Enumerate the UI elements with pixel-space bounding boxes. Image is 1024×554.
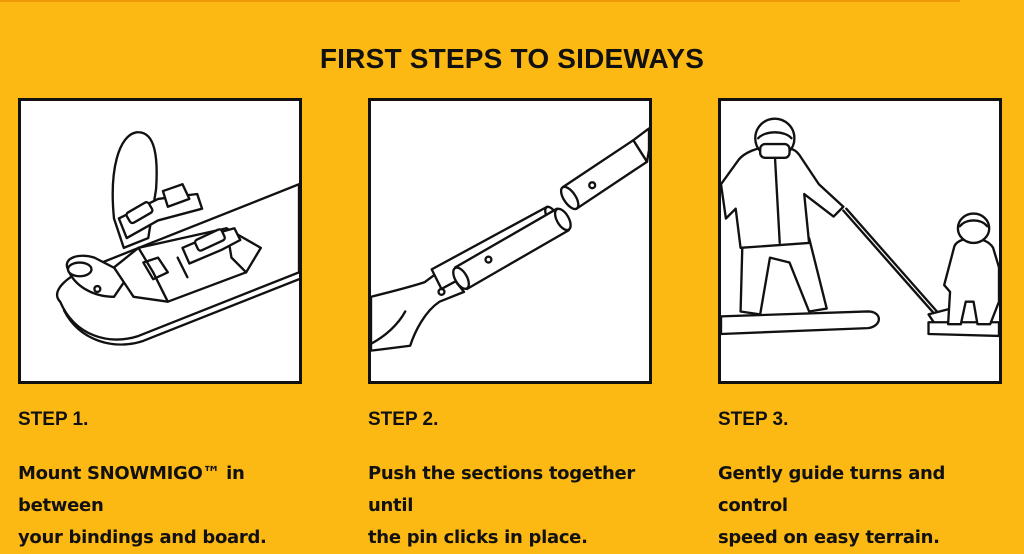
step-1-text-line2: your bindings and board. [18, 527, 267, 548]
top-divider [0, 0, 960, 2]
step-1-label: STEP 1. [18, 409, 89, 430]
page-title: FIRST STEPS TO SIDEWAYS [319, 43, 705, 74]
step-1-illustration [18, 98, 302, 384]
step-2-text-line1: Push the sections together until [368, 463, 635, 516]
step-3-description: Gently guide turns and control speed on … [718, 458, 1018, 554]
step-3-label: STEP 3. [718, 409, 789, 430]
parent-child-snowboarding-icon [721, 117, 999, 338]
step-1-text-line1: Mount SNOWMIGO™ in between [18, 463, 245, 516]
step-2-illustration [368, 98, 652, 384]
step-3-illustration [718, 98, 1002, 384]
step-2-label: STEP 2. [368, 409, 439, 430]
step-1-description: Mount SNOWMIGO™ in between your bindings… [18, 458, 318, 554]
step-2-text-line2: the pin clicks in place. [368, 527, 588, 548]
pole-sections-icon [371, 127, 649, 352]
step-2-description: Push the sections together until the pin… [368, 458, 668, 554]
step-3-text-line2: speed on easy terrain. [718, 527, 940, 548]
snowboard-binding-icon [56, 131, 299, 346]
step-3-text-line1: Gently guide turns and control [718, 463, 946, 516]
